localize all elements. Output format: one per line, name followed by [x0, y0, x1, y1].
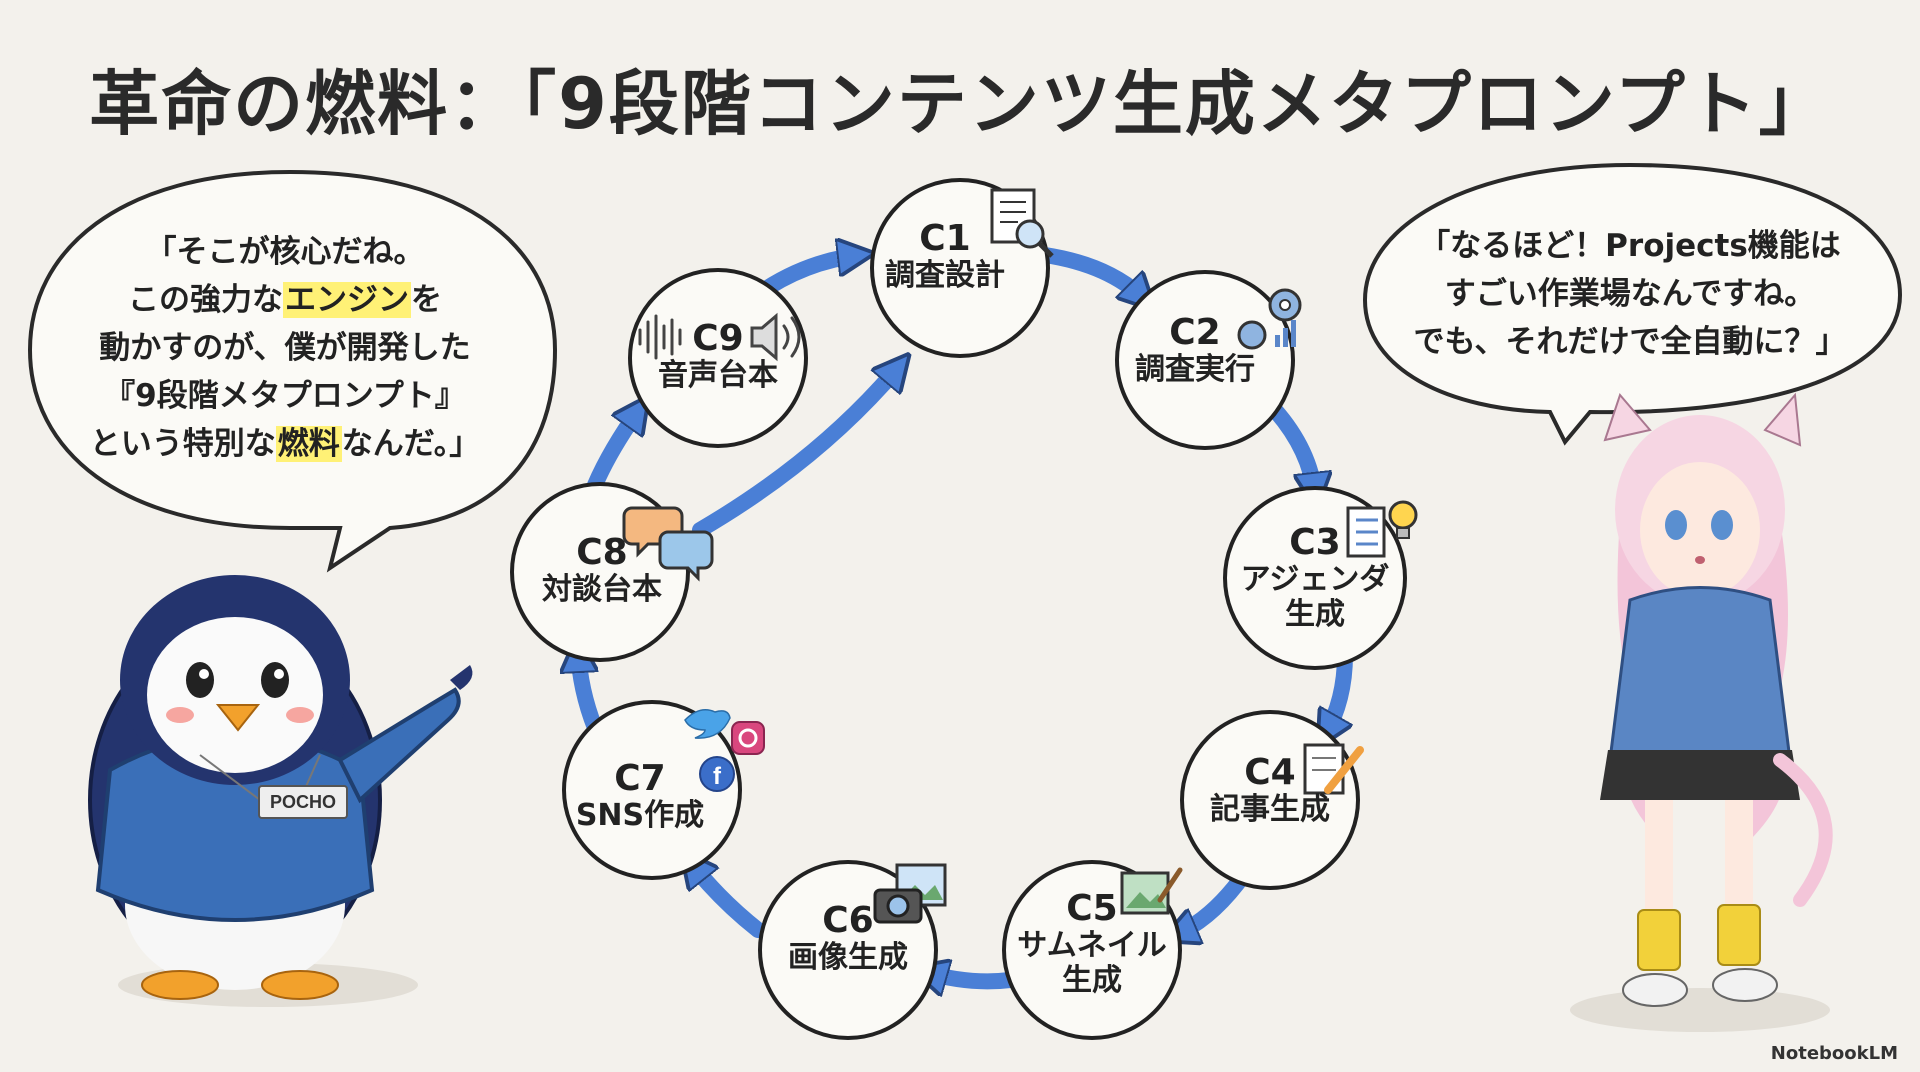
left-speech-line-5b: なんだ。」 [341, 426, 481, 462]
catgirl-character [1570, 392, 1833, 1032]
penguin-character [88, 575, 473, 1007]
node-c4: C4 記事生成 [1195, 752, 1345, 828]
arrow-c1-c2 [1037, 247, 1145, 300]
node-id: C4 [1244, 752, 1296, 793]
social-media-icon: f [684, 709, 765, 792]
node-circle-c9 [628, 268, 808, 448]
arrow-c6-c7 [690, 862, 766, 938]
left-speech-line-2: この強力なエンジンを [50, 276, 520, 324]
left-speech-line-4: 『9段階メタプロンプト』 [104, 378, 466, 414]
arrow-c5-c6 [925, 972, 1018, 981]
node-c1: C1 調査設計 [880, 218, 1010, 294]
node-c7: C7 SNS作成 [570, 758, 710, 834]
left-speech-bubble [27, 169, 558, 573]
node-id: C3 [1289, 522, 1341, 563]
left-speech-line-1: 「そこが核心だね。 [145, 234, 425, 270]
node-id: C5 [1066, 888, 1118, 929]
page-title: 革命の燃料：「9段階コンテンツ生成メタプロンプト」 [89, 63, 1831, 145]
left-speech-line-5: という特別な燃料なんだ。」 [50, 420, 520, 468]
right-speech-bubble [1362, 162, 1903, 446]
checklist-bulb-icon [1346, 500, 1418, 558]
node-c2: C2 調査実行 [1130, 312, 1260, 388]
node-c5: C5 サムネイル 生成 [1002, 888, 1182, 998]
node-name-line-1: サムネイル [1017, 928, 1167, 964]
chat-bubbles-icon [622, 506, 714, 582]
node-name: 対談台本 [542, 572, 662, 608]
node-id: C9 [692, 318, 744, 359]
node-name-line-2: 生成 [1062, 962, 1122, 998]
node-name: 音声台本 [658, 358, 778, 394]
highlight-engine: エンジン [283, 282, 411, 318]
left-speech-line-5a: という特別な [89, 426, 276, 462]
arrow-c4-c5 [1175, 872, 1248, 935]
node-name-line-2: 生成 [1285, 596, 1345, 632]
node-id: C1 [919, 218, 971, 259]
node-name: 調査実行 [1135, 352, 1255, 388]
right-speech-line-3: でも、それだけで全自動に？」 [1413, 324, 1847, 360]
audio-wave-icon [638, 312, 801, 362]
node-id: C6 [822, 900, 874, 941]
document-search-icon [990, 188, 1054, 258]
penguin-name-badge: POCHO [258, 785, 348, 819]
node-c6: C6 画像生成 [770, 900, 926, 976]
image-brush-icon [1120, 867, 1183, 915]
arrow-c8-c9 [587, 408, 640, 493]
node-circles [510, 178, 1407, 1040]
node-name: 調査設計 [885, 258, 1005, 294]
node-name: SNS作成 [575, 798, 705, 834]
left-speech-line-2b: を [411, 282, 442, 318]
left-speech-line-2a: この強力な [128, 282, 283, 318]
right-speech-line-2: すごい作業場なんですね。 [1444, 276, 1816, 312]
right-speech-line-1: 「なるほど！Projects機能は [1419, 228, 1841, 264]
node-name: 記事生成 [1210, 792, 1330, 828]
camera-picture-icon [873, 863, 947, 924]
right-speech-text: 「なるほど！Projects機能は すごい作業場なんですね。 でも、それだけで全… [1375, 222, 1885, 366]
node-c9: C9 音声台本 [645, 318, 791, 394]
left-speech-text: 「そこが核心だね。 この強力なエンジンを 動かすのが、僕が開発した 『9段階メタ… [50, 228, 520, 468]
node-name-line-1: アジェンダ [1240, 562, 1390, 598]
node-c8: C8 対談台本 [528, 532, 676, 608]
arrow-c2-c3 [1267, 402, 1315, 495]
node-id: C2 [1169, 312, 1221, 353]
node-circle-c7 [562, 700, 742, 880]
node-c3: C3 アジェンダ 生成 [1225, 522, 1405, 632]
pencil-paper-icon [1303, 743, 1364, 795]
svg-text:f: f [713, 763, 722, 790]
notebooklm-watermark: NotebookLM [1770, 1043, 1898, 1064]
gears-chart-icon [1237, 288, 1302, 350]
node-id: C7 [614, 758, 666, 799]
highlight-fuel: 燃料 [275, 426, 342, 462]
arrow-c8-c1 [692, 365, 900, 538]
node-circle-c2 [1115, 270, 1295, 450]
left-speech-line-3: 動かすのが、僕が開発した [99, 330, 471, 366]
node-name: 画像生成 [788, 940, 908, 976]
node-id: C8 [576, 532, 628, 573]
arrow-c7-c8 [578, 650, 603, 736]
